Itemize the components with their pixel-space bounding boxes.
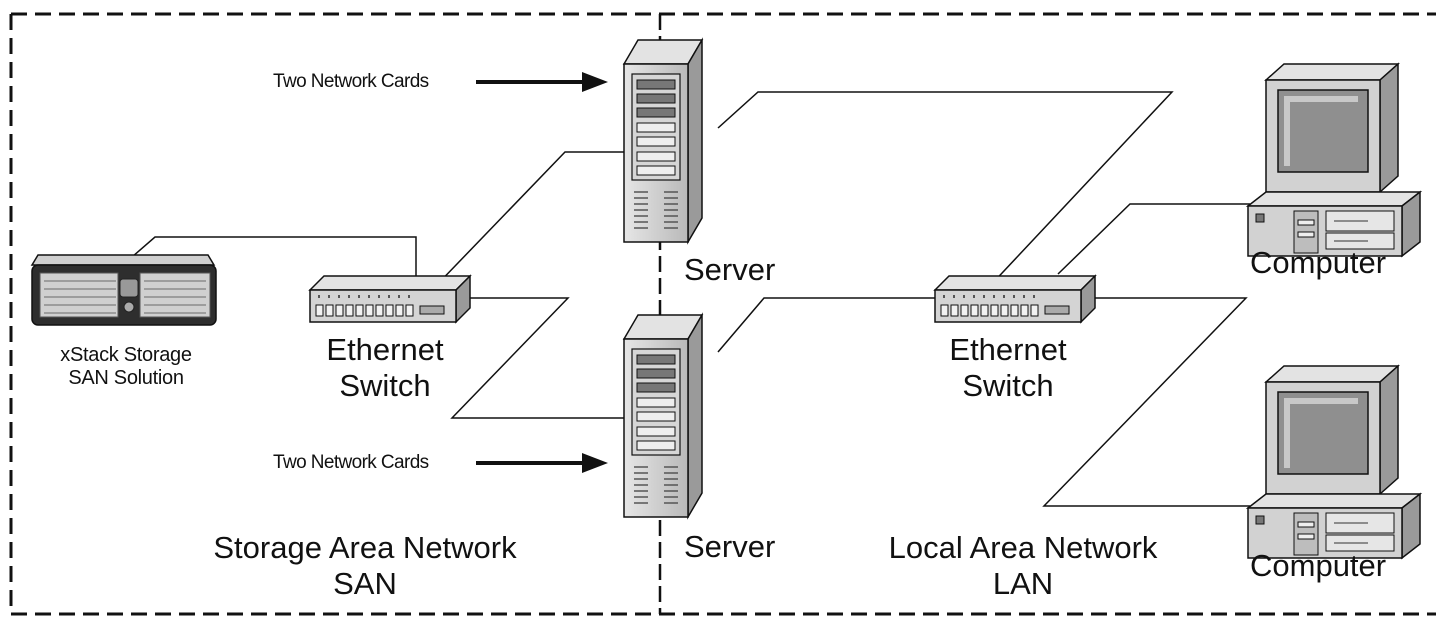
cable-san-switch-to-server-top: [429, 151, 628, 293]
cable-server-bottom-to-lan-switch: [717, 297, 940, 353]
cable-lan-switch-to-computer-top: [1057, 203, 1250, 275]
storage-label-line2: SAN Solution: [68, 367, 184, 389]
network-cards-label-bottom: Two Network Cards: [273, 452, 429, 473]
cable-san-switch-to-server-bottom: [450, 297, 625, 419]
storage-label-line1: xStack Storage: [60, 344, 192, 366]
cable-storage-to-san-switch: [131, 236, 417, 292]
server-top-device: [623, 39, 703, 243]
server-bottom-device: [623, 314, 703, 518]
network-cards-label-top: Two Network Cards: [273, 71, 429, 92]
lan-ethernet-switch-device: [934, 275, 1096, 323]
san-switch-label: Ethernet Switch: [295, 332, 475, 403]
network-cables: [131, 91, 1250, 507]
computer-bottom-device: [1247, 365, 1421, 559]
server-top-label: Server: [684, 252, 776, 287]
computer-top-label: Computer: [1250, 245, 1387, 280]
storage-label: xStack Storage SAN Solution: [26, 344, 226, 390]
san-ethernet-switch-device: [309, 275, 471, 323]
san-switch-label-line2: Switch: [339, 367, 431, 403]
san-switch-label-line1: Ethernet: [326, 332, 444, 367]
arrow-network-cards-top: [476, 72, 608, 92]
server-bottom-label: Server: [684, 529, 776, 564]
cable-lan-switch-to-computer-bottom: [1042, 297, 1250, 507]
san-region-label: Storage Area Network SAN: [180, 530, 550, 601]
lan-switch-label: Ethernet Switch: [918, 332, 1098, 403]
san-region-subtitle: SAN: [333, 565, 397, 601]
computer-top-device: [1247, 63, 1421, 257]
storage-array-device: [30, 254, 217, 326]
lan-switch-label-line1: Ethernet: [949, 332, 1067, 367]
lan-region-title: Local Area Network: [888, 530, 1158, 565]
outer-boundary: [9, 12, 1436, 616]
computer-bottom-label: Computer: [1250, 548, 1387, 583]
lan-region-subtitle: LAN: [992, 565, 1054, 601]
lan-switch-label-line2: Switch: [962, 367, 1054, 403]
lan-region-label: Local Area Network LAN: [858, 530, 1188, 601]
cable-server-top-to-lan-switch: [717, 91, 1174, 289]
san-region-title: Storage Area Network: [213, 530, 517, 565]
arrow-network-cards-bottom: [476, 453, 608, 473]
